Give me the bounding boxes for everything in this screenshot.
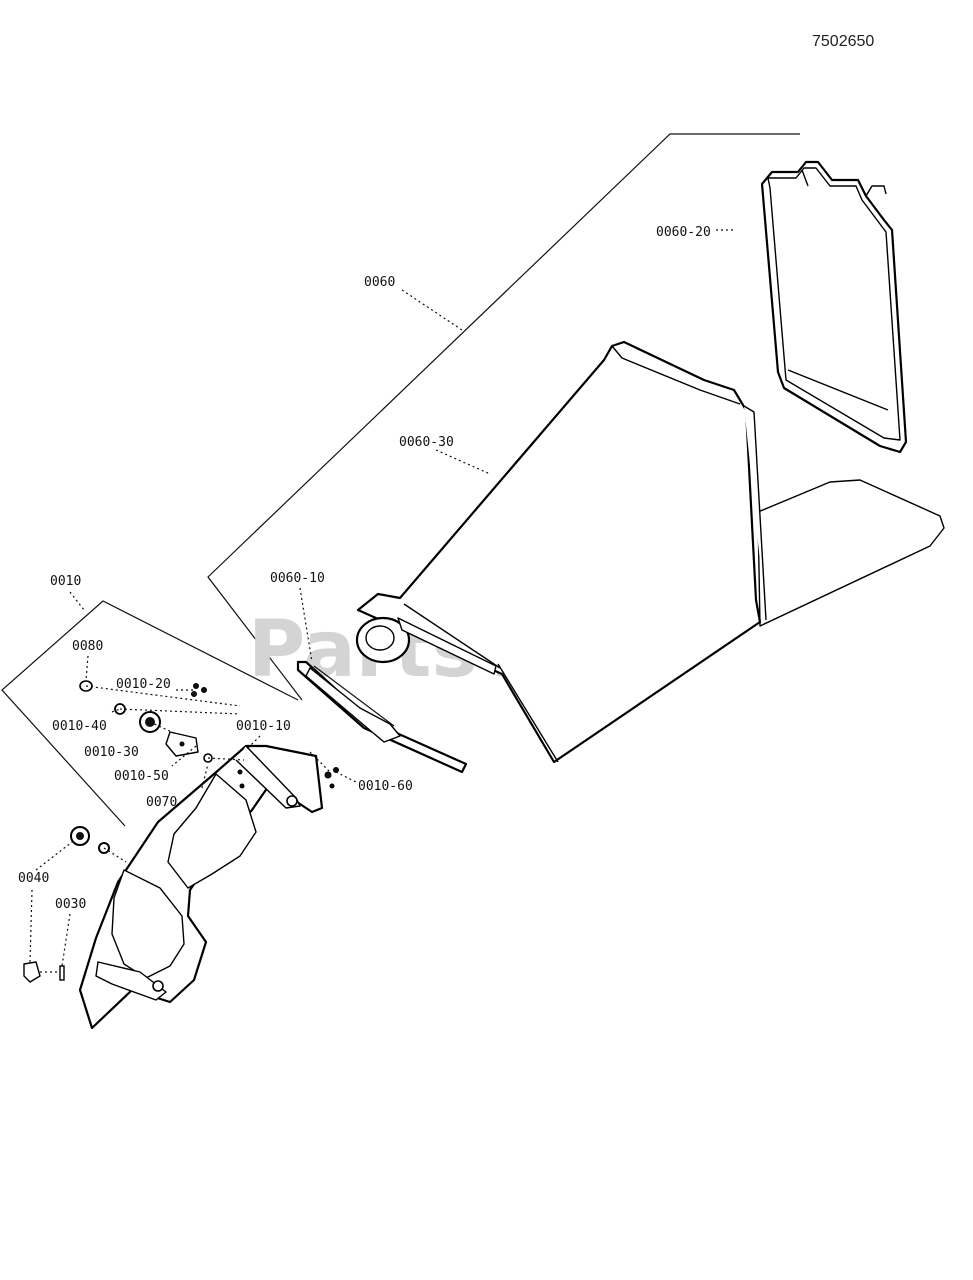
callout-0060-30: 0060-30 [399, 435, 454, 450]
callout-0060-20: 0060-20 [656, 225, 711, 240]
screw-0010-60-c [329, 783, 335, 789]
document-number: 7502650 [812, 33, 874, 50]
bag-frame-part [760, 160, 908, 454]
callout-0010-50: 0010-50 [114, 769, 169, 784]
screw-0010-20-c [191, 691, 197, 697]
callout-0030: 0030 [55, 897, 86, 912]
bag-rod-part [296, 660, 468, 774]
callout-0010: 0010 [50, 574, 81, 589]
assembly-0010-bracket [1, 600, 299, 827]
callout-0060-10: 0060-10 [270, 571, 325, 586]
grass-bag-part [355, 340, 945, 764]
callout-labels: 0060 0060-20 0060-30 0060-10 0010-60 001… [18, 225, 711, 912]
callout-0010-40: 0010-40 [52, 719, 107, 734]
callout-0010-30: 0010-30 [84, 745, 139, 760]
callout-0060: 0060 [364, 275, 395, 290]
callout-0010-10: 0010-10 [236, 719, 291, 734]
discharge-chute-part [78, 744, 324, 1030]
leader-lines [29, 229, 734, 973]
knob-0040-lower [23, 961, 41, 983]
screw-0010-60-a [324, 771, 332, 779]
callout-0040: 0040 [18, 871, 49, 886]
screw-0010-60-b [333, 767, 339, 773]
callout-0070: 0070 [146, 795, 177, 810]
callout-0010-20: 0010-20 [116, 677, 171, 692]
callout-0080: 0080 [72, 639, 103, 654]
assembly-0060-bracket [207, 133, 800, 701]
callout-0010-60: 0010-60 [358, 779, 413, 794]
pin-0030-lower [59, 965, 65, 981]
knob-0040 [70, 826, 90, 846]
screw-0010-20-b [201, 687, 207, 693]
screw-0010-20-a [193, 683, 199, 689]
